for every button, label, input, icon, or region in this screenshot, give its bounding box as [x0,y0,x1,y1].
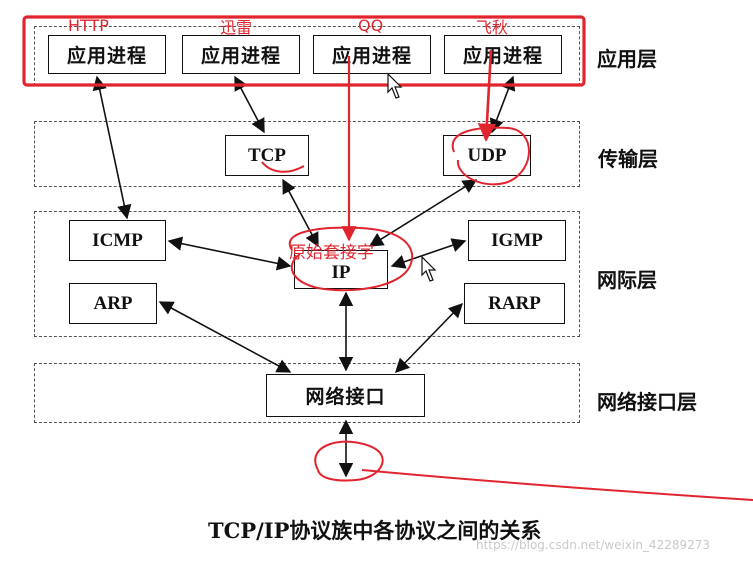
annotation-raw-socket: 原始套接字 [289,243,374,263]
arrow-igmp-ip [390,238,467,269]
igmp-box: IGMP [468,220,566,261]
arrow-arp-interface [158,301,292,373]
ip-label: IP [331,262,351,283]
arrow-udp-ip [368,179,478,247]
cursor-icon-2 [421,255,437,282]
app-process-qq: 应用进程 [313,35,431,74]
ip-box: IP [294,250,388,289]
layer-label-link: 网络接口层 [597,390,697,414]
annotation-qq: QQ [358,16,384,35]
red-circle-bottom [314,440,384,482]
application-highlight-frame [22,15,586,87]
annotation-feiqiu: 飞秋 [476,18,509,37]
app-process-xunlei: 应用进程 [182,35,300,74]
arp-box: ARP [69,283,157,324]
arrow-rarp-interface [394,302,464,374]
watermark: https://blog.csdn.net/weixin_42289273 [476,538,711,552]
udp-box: UDP [443,135,531,176]
red-arrow-feiqiu-udp [477,49,496,142]
app-process-http: 应用进程 [48,35,166,74]
figure-caption: TCP/IP协议族中各协议之间的关系 [208,518,542,543]
link-layer-frame [34,363,580,423]
layer-label-internet: 网际层 [597,268,657,292]
arrow-tcp-ip [282,178,319,248]
rarp-box: RARP [464,283,565,324]
red-tail-curve [361,469,753,501]
red-underline-tcp [261,161,305,173]
icmp-box: ICMP [69,220,166,261]
layer-label-application: 应用层 [597,47,657,71]
annotation-http: HTTP [68,16,109,35]
red-circle-ip [288,226,414,292]
arrow-icmp-ip [167,236,292,271]
layer-label-transport: 传输层 [598,147,658,171]
red-circle-udp [451,126,530,186]
annotation-xunlei: 迅雷 [220,18,253,37]
network-interface-box: 网络接口 [266,374,425,417]
arrow-http-icmp [92,75,132,220]
cursor-icon [387,72,403,99]
app-process-feiqiu: 应用进程 [444,35,562,74]
